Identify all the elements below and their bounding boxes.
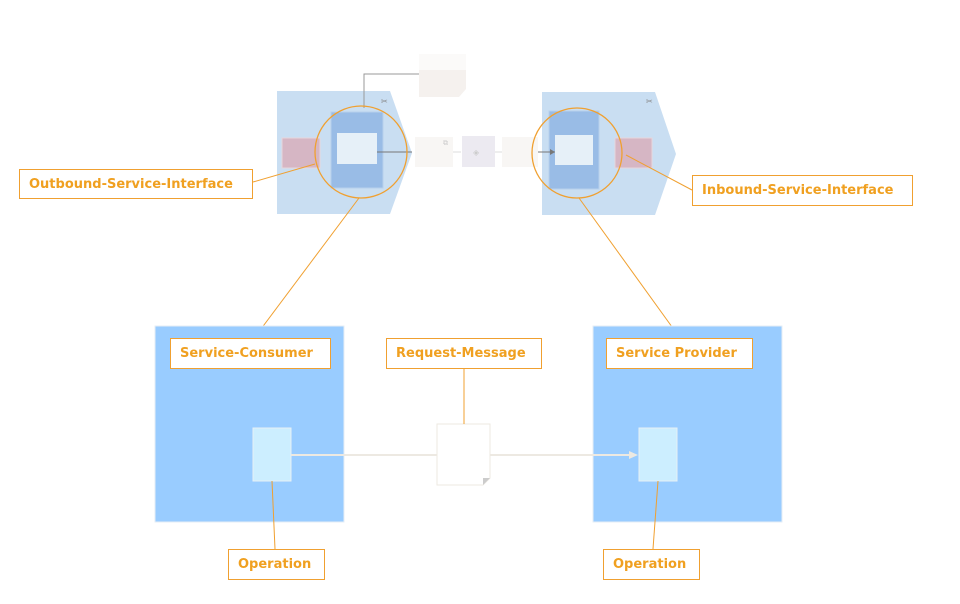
message-doc-top-cap — [419, 54, 466, 70]
mapping-step — [415, 137, 453, 167]
inbound-interface-label: Inbound-Service-Interface — [692, 175, 913, 206]
inbound-highlight-circle — [531, 107, 623, 199]
outbound-red-port — [281, 137, 321, 169]
request-message-doc[interactable] — [436, 423, 491, 486]
service-consumer-label: Service-Consumer — [170, 338, 331, 369]
scissors-icon: ✂ — [381, 97, 388, 106]
routing-step — [462, 136, 495, 167]
leader-line — [271, 480, 276, 550]
arrow-head — [629, 451, 638, 459]
outbound-inner-white — [337, 133, 377, 164]
outbound-interface-label: Outbound-Service-Interface — [19, 169, 253, 199]
provider-operation-label: Operation — [603, 549, 700, 580]
leader-line — [252, 163, 316, 183]
message-doc-top — [419, 70, 466, 97]
outbound-highlight-circle — [314, 105, 408, 199]
consumer-operation-box[interactable] — [252, 427, 292, 482]
consumer-operation-label: Operation — [228, 549, 325, 580]
provider-operation-box[interactable] — [638, 427, 678, 482]
arrow-head — [550, 149, 555, 155]
routing-icon: ◈ — [473, 148, 480, 157]
scissors-icon: ✂ — [646, 97, 653, 106]
request-message-label: Request-Message — [386, 338, 542, 369]
connector-line — [363, 73, 419, 108]
leader-line — [251, 197, 360, 342]
leader-line — [578, 197, 681, 339]
leader-line — [625, 154, 693, 191]
leader-line — [652, 480, 659, 550]
inbound-inner-white — [555, 135, 593, 165]
service-provider-label: Service Provider — [606, 338, 753, 369]
mapping-icon: ⧉ — [443, 139, 448, 147]
doc-fold — [483, 478, 490, 485]
